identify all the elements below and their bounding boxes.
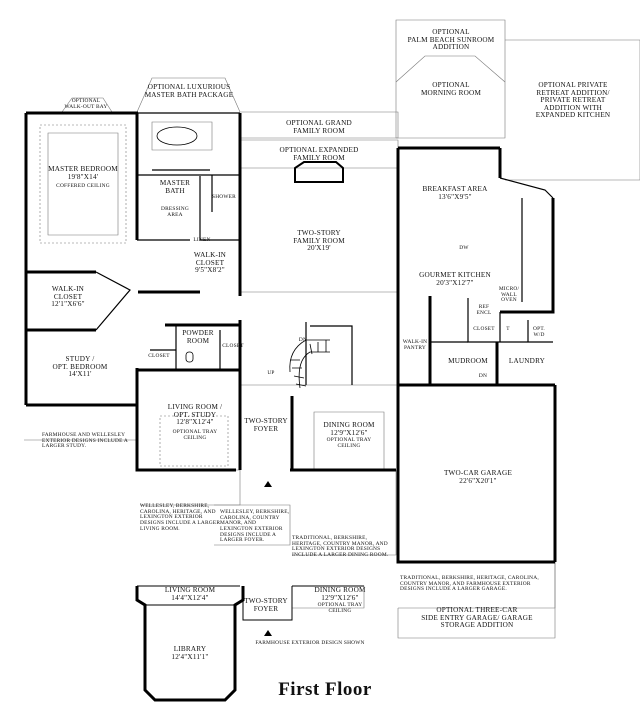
dining-tray-label: OPTIONAL TRAY CEILING [326,437,372,449]
library-label: LIBRARY 12'4"X11'1" [171,645,209,661]
master-walkin-label: WALK-IN CLOSET 9'5"X8'2" [193,251,227,275]
shower-label: SHOWER [212,194,236,200]
note-traditional-garage: TRADITIONAL, BERKSHIRE, HERITAGE, CAROLI… [400,575,539,593]
dressing-label: DRESSING AREA [161,206,189,218]
two-story-foyer-label: TWO-STORY FOYER [244,417,288,433]
lower-dining-tray-label: OPTIONAL TRAY CEILING [317,602,363,614]
fireplace [294,161,344,183]
dn-label-2: DN [478,373,488,379]
lower-living-label: LIVING ROOM 14'4"X12'4" [164,586,216,602]
living-tray-label: OPTIONAL TRAY CEILING [172,429,218,441]
exterior-walls [24,111,557,564]
note-traditional-dining: TRADITIONAL, BERKSHIRE, HERITAGE, COUNTR… [292,535,389,559]
micro-oven-label: MICRO/ WALL OVEN [498,286,520,304]
dining-room-label: DINING ROOM 12'9"X12'6" [323,421,375,437]
gourmet-kitchen-label: GOURMET KITCHEN 20'3"X12'7" [419,271,491,287]
grand-family-label: OPTIONAL GRAND FAMILY ROOM [286,119,352,135]
entry-arrow [264,481,272,487]
bay-window [135,586,245,702]
note-farmhouse-wellesley: FARMHOUSE AND WELLESLEY EXTERIOR DESIGNS… [42,432,128,450]
dishwasher-label: DW [459,245,469,251]
mudroom-label: MUDROOM [448,357,488,365]
three-car-label: OPTIONAL THREE-CAR SIDE ENTRY GARAGE/ GA… [421,606,533,630]
walkin-closet-label: WALK-IN CLOSET 12'1"X6'6" [51,285,85,309]
stairs [289,339,330,389]
bathtub [156,126,198,146]
master-bath-label: MASTER BATH [159,179,191,195]
entry-arrow-lower [264,630,272,636]
garage-label: TWO-CAR GARAGE 22'6"X20'1" [443,469,513,485]
expanded-family-label: OPTIONAL EXPANDED FAMILY ROOM [279,146,359,162]
opt-wd-label: OPT. W/D [533,326,545,338]
interior-walls [95,112,554,385]
walkin-pantry-label: WALK-IN PANTRY [402,339,428,351]
lower-dining-label: DINING ROOM 12'9"X12'6" [314,586,366,602]
private-retreat-label: OPTIONAL PRIVATE RETREAT ADDITION/ PRIVA… [535,81,611,120]
linen-label: LINEN [193,237,211,243]
note-wellesley-living: WELLESLEY, BERKSHIRE, CAROLINA, HERITAGE… [140,503,221,532]
dn-label-1: DN [298,337,308,343]
optional-outlines [24,19,640,639]
coffered-label: COFFERED CEILING [56,183,110,189]
t-label: T [506,326,510,332]
morning-room-label: OPTIONAL MORNING ROOM [420,81,482,97]
page-title: First Floor [278,679,372,700]
toilet-seat [185,351,194,363]
master-bedroom-label: MASTER BEDROOM 19'8"X14' [48,165,118,181]
ref-encl-label: REF ENCL [476,304,492,316]
palm-beach-label: OPTIONAL PALM BEACH SUNROOM ADDITION [407,28,495,52]
study-label: STUDY / OPT. BEDROOM 14'X11' [52,355,108,379]
walkout-bay-label: OPTIONAL WALK-OUT BAY [64,98,108,110]
closet-label-a: CLOSET [148,353,170,359]
powder-room-label: POWDER ROOM [182,329,214,345]
luxurious-bath-label: OPTIONAL LUXURIOUS MASTER BATH PACKAGE [144,83,234,99]
lower-foyer-label: TWO-STORY FOYER [244,597,288,613]
breakfast-label: BREAKFAST AREA 13'6"X9'5" [422,185,488,201]
closet-label-c: CLOSET [473,326,495,332]
laundry-label: LAUNDRY [508,357,546,365]
two-story-family-label: TWO-STORY FAMILY ROOM 20'X19' [293,229,345,253]
closet-label-b: CLOSET [222,343,244,349]
up-label: UP [267,370,275,376]
living-room-label: LIVING ROOM / OPT. STUDY 12'8"X12'4" [167,403,223,427]
farmhouse-shown-label: FARMHOUSE EXTERIOR DESIGN SHOWN [255,640,365,646]
note-wellesley-country: WELLESLEY, BERKSHIRE, CAROLINA, COUNTRY … [220,509,290,544]
